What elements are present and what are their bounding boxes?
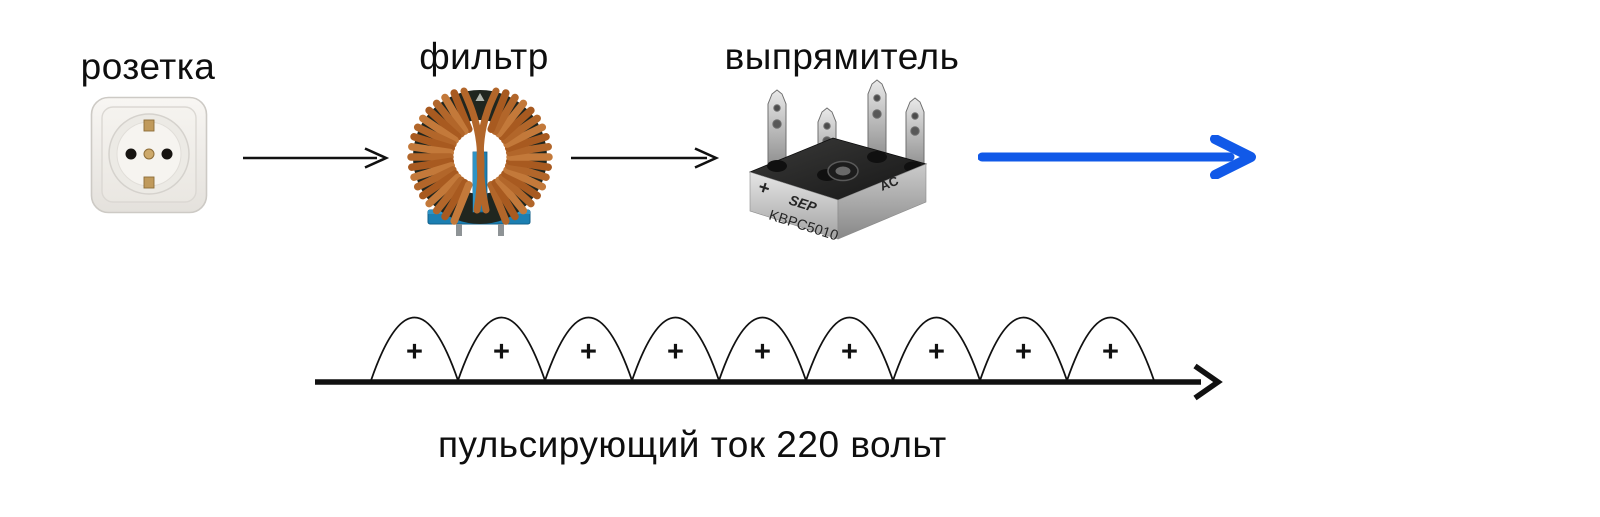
socket-label: розетка bbox=[80, 46, 216, 87]
pulse-arc bbox=[457, 316, 546, 381]
pulse-arc bbox=[718, 316, 807, 381]
pulse-plus-sign: + bbox=[841, 336, 858, 368]
pulse-plus-sign: + bbox=[928, 336, 945, 368]
waveform-caption: пульсирующий ток 220 вольт bbox=[438, 424, 947, 465]
pulse-arc bbox=[805, 316, 894, 381]
output-arrow bbox=[978, 135, 1256, 179]
pulse-plus-sign: + bbox=[406, 336, 423, 368]
rectifier-terminals bbox=[767, 79, 925, 177]
ac-mark: AC bbox=[878, 173, 902, 194]
socket-hole-right bbox=[161, 148, 173, 160]
terminal-lug bbox=[867, 79, 887, 159]
wall-socket-image bbox=[90, 96, 208, 214]
pulsating-current-waveform: + + + + + + + + + bbox=[315, 316, 1223, 401]
pulse-plus-sign: + bbox=[493, 336, 510, 368]
pulse-plus-sign: + bbox=[667, 336, 684, 368]
rectifier-label: выпрямитель bbox=[724, 36, 960, 77]
pulse-arc bbox=[370, 316, 459, 381]
socket-center-screw bbox=[143, 148, 155, 160]
pulse-arc bbox=[1066, 316, 1155, 381]
pulse-arc bbox=[979, 316, 1068, 381]
pulse-plus-sign: + bbox=[1102, 336, 1119, 368]
pulse-train: + + + + + + + + + bbox=[370, 316, 1155, 381]
arrow-socket-to-filter bbox=[243, 147, 390, 169]
pulse-arc bbox=[892, 316, 981, 381]
pulse-plus-sign: + bbox=[754, 336, 771, 368]
bridge-rectifier-image: + SEP KBPC5010 AC bbox=[748, 79, 928, 243]
terminal-lug bbox=[905, 97, 925, 169]
pulse-arc bbox=[544, 316, 633, 381]
pulse-plus-sign: + bbox=[580, 336, 597, 368]
arrow-filter-to-rectifier bbox=[571, 147, 720, 169]
pulse-arc bbox=[631, 316, 720, 381]
socket-hole-left bbox=[125, 148, 137, 160]
copper-windings bbox=[407, 89, 553, 225]
socket-ground-clips bbox=[143, 119, 155, 189]
pulse-plus-sign: + bbox=[1015, 336, 1032, 368]
core-logo-mark bbox=[475, 93, 485, 101]
terminal-lug bbox=[767, 89, 787, 167]
time-axis bbox=[315, 363, 1223, 401]
winding-lead-wires bbox=[460, 87, 500, 214]
toroidal-filter-image bbox=[407, 87, 553, 236]
rectifier-body bbox=[748, 137, 928, 240]
filter-label: фильтр bbox=[419, 36, 549, 77]
